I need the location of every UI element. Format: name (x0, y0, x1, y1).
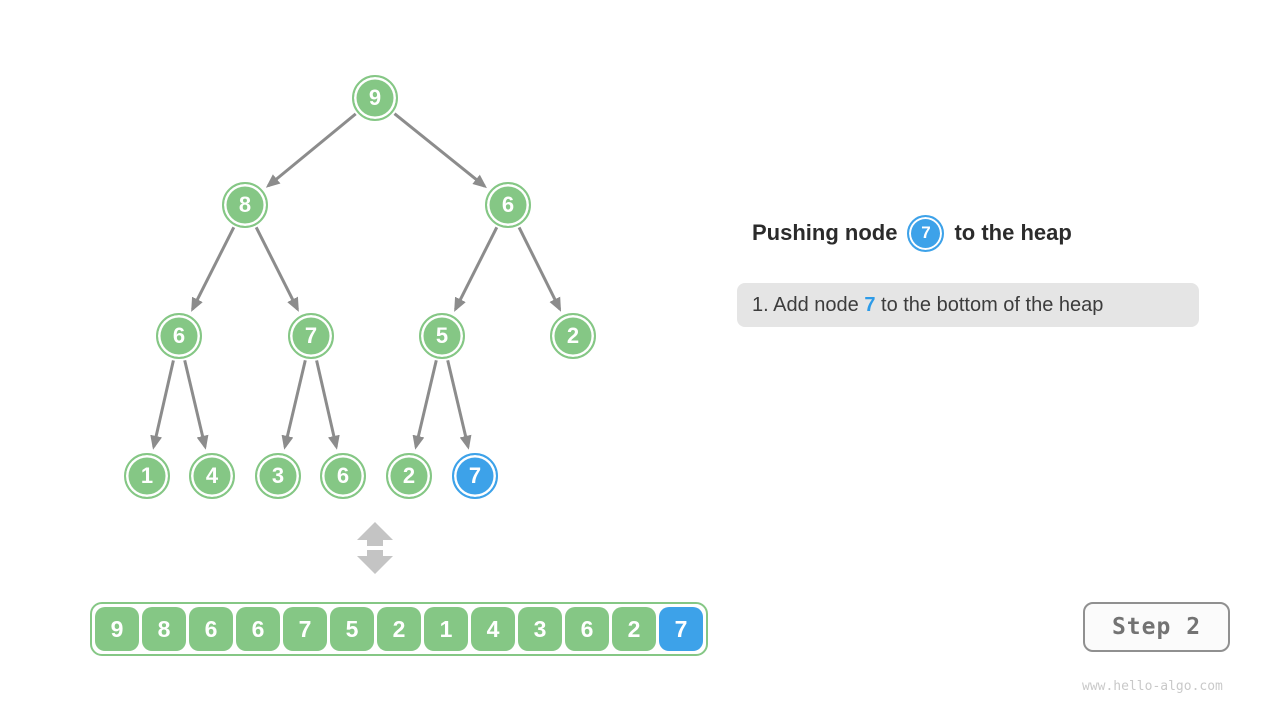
tree-node-3: 6 (156, 313, 202, 359)
tree-array-swap-icon (357, 522, 393, 574)
figure-title: Pushing node 7 to the heap (752, 212, 1072, 254)
tree-edge (412, 359, 438, 450)
instruction-highlight: 7 (864, 294, 876, 316)
array-cell-9: 3 (518, 607, 562, 651)
pushed-node-badge: 7 (907, 214, 945, 252)
tree-edge (254, 226, 299, 312)
tree-edge (315, 360, 340, 450)
tree-edge (446, 359, 472, 450)
tree-node-12: 7 (452, 453, 498, 499)
instruction-prefix: 1. Add node (752, 294, 865, 316)
tree-edge (281, 359, 307, 450)
instruction-box: 1. Add node 7 to the bottom of the heap (737, 283, 1199, 327)
tree-edge (454, 226, 499, 312)
array-cell-11: 2 (612, 607, 656, 651)
array-cell-12: 7 (659, 607, 703, 651)
step-badge: Step 2 (1083, 602, 1230, 652)
array-cell-6: 2 (377, 607, 421, 651)
tree-node-6: 2 (550, 313, 596, 359)
tree-node-0: 9 (352, 75, 398, 121)
tree-node-2: 6 (485, 182, 531, 228)
array-cell-8: 4 (471, 607, 515, 651)
array-cell-7: 1 (424, 607, 468, 651)
tree-edge (517, 226, 562, 312)
tree-node-8: 4 (189, 453, 235, 499)
instruction-suffix: to the bottom of the heap (875, 294, 1104, 316)
array-cell-0: 9 (95, 607, 139, 651)
tree-node-10: 6 (320, 453, 366, 499)
tree-edge (150, 360, 175, 450)
title-text-suffix: to the heap (954, 220, 1072, 245)
tree-node-4: 7 (288, 313, 334, 359)
tree-node-1: 8 (222, 182, 268, 228)
array-cell-4: 7 (283, 607, 327, 651)
watermark-text: www.hello-algo.com (1082, 679, 1223, 694)
array-cell-10: 6 (565, 607, 609, 651)
tree-node-9: 3 (255, 453, 301, 499)
tree-edge (183, 359, 209, 450)
pushed-node-value: 7 (921, 223, 931, 242)
tree-edge (265, 112, 357, 188)
tree-edge (393, 112, 487, 189)
array-cell-1: 8 (142, 607, 186, 651)
tree-edge (191, 226, 236, 312)
array-cell-3: 6 (236, 607, 280, 651)
tree-node-5: 5 (419, 313, 465, 359)
tree-node-7: 1 (124, 453, 170, 499)
array-cell-2: 6 (189, 607, 233, 651)
tree-node-11: 2 (386, 453, 432, 499)
array-cell-5: 5 (330, 607, 374, 651)
title-text-prefix: Pushing node (752, 220, 898, 245)
